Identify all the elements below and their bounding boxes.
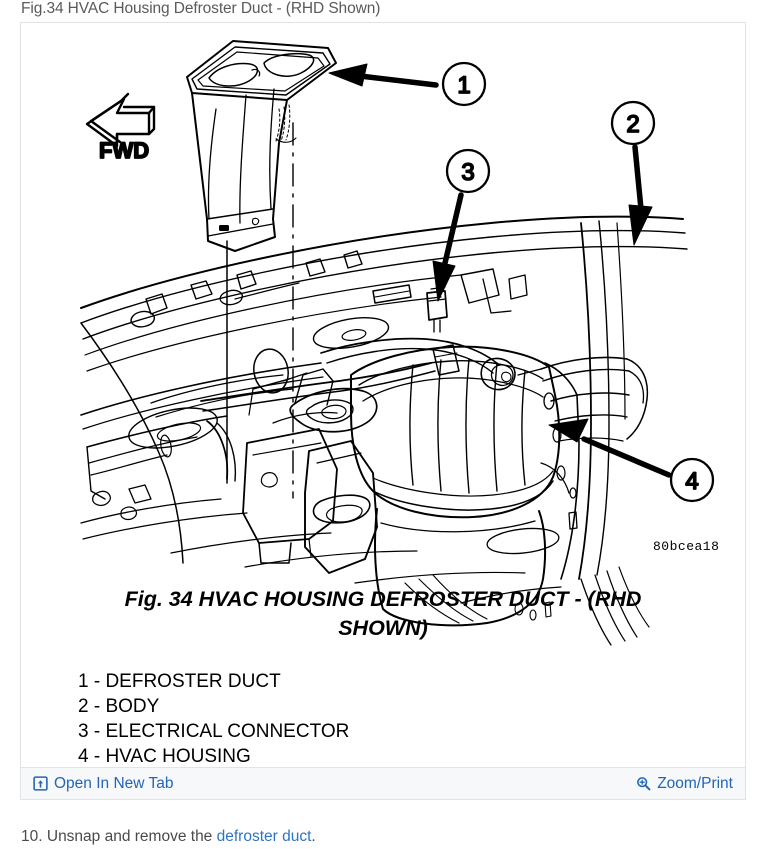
- defroster-duct-link[interactable]: defroster duct: [216, 828, 312, 845]
- instruction-text-after: .: [311, 828, 316, 845]
- image-code: 80bcea18: [653, 539, 719, 554]
- legend-item-1: 1 - DEFROSTER DUCT: [78, 671, 281, 692]
- zoom-print-label: Zoom/Print: [657, 774, 733, 792]
- figure-caption-line-2: SHOWN): [338, 616, 428, 640]
- open-in-new-tab-link[interactable]: Open In New Tab: [33, 776, 173, 792]
- callout-3-number: 3: [461, 159, 474, 186]
- legend-item-4: 4 - HVAC HOUSING: [78, 746, 251, 767]
- fwd-label: FWD: [99, 138, 149, 163]
- instruction-step: 10. Unsnap and remove the defroster duct…: [21, 826, 316, 848]
- diagram-svg: FWD: [21, 23, 745, 767]
- legend-item-3: 3 - ELECTRICAL CONNECTOR: [78, 721, 349, 742]
- callout-4-number: 4: [685, 468, 698, 495]
- hvac-housing-part: [200, 268, 649, 627]
- figure-image-area[interactable]: FWD: [21, 23, 745, 767]
- legend-item-2: 2 - BODY: [78, 696, 160, 717]
- figure-footer-bar: Open In New Tab Zoom/Print: [21, 767, 745, 799]
- magnifier-plus-icon: [636, 776, 651, 791]
- open-in-new-tab-icon: [33, 776, 48, 791]
- callout-1: 1: [328, 61, 487, 107]
- page-title: Fig.34 HVAC Housing Defroster Duct - (RH…: [21, 0, 381, 17]
- right-body-panel: [80, 220, 650, 646]
- figure-card: FWD: [20, 22, 746, 800]
- defroster-duct-part: [186, 40, 337, 252]
- diagram-linework: FWD: [80, 40, 715, 646]
- instruction-number: 10.: [21, 828, 43, 845]
- figure-caption-line-1: Fig. 34 HVAC HOUSING DEFROSTER DUCT - (R…: [125, 587, 642, 611]
- callout-2: 2: [610, 100, 656, 246]
- open-in-new-tab-label: Open In New Tab: [54, 774, 174, 792]
- callout-2-number: 2: [626, 111, 639, 138]
- zoom-print-link[interactable]: Zoom/Print: [636, 776, 733, 792]
- fwd-arrow-icon: [85, 92, 156, 148]
- instruction-text-before: Unsnap and remove the: [42, 828, 217, 845]
- technical-diagram: FWD: [21, 23, 745, 767]
- callout-1-number: 1: [457, 72, 470, 99]
- electrical-connector-part: [426, 286, 448, 333]
